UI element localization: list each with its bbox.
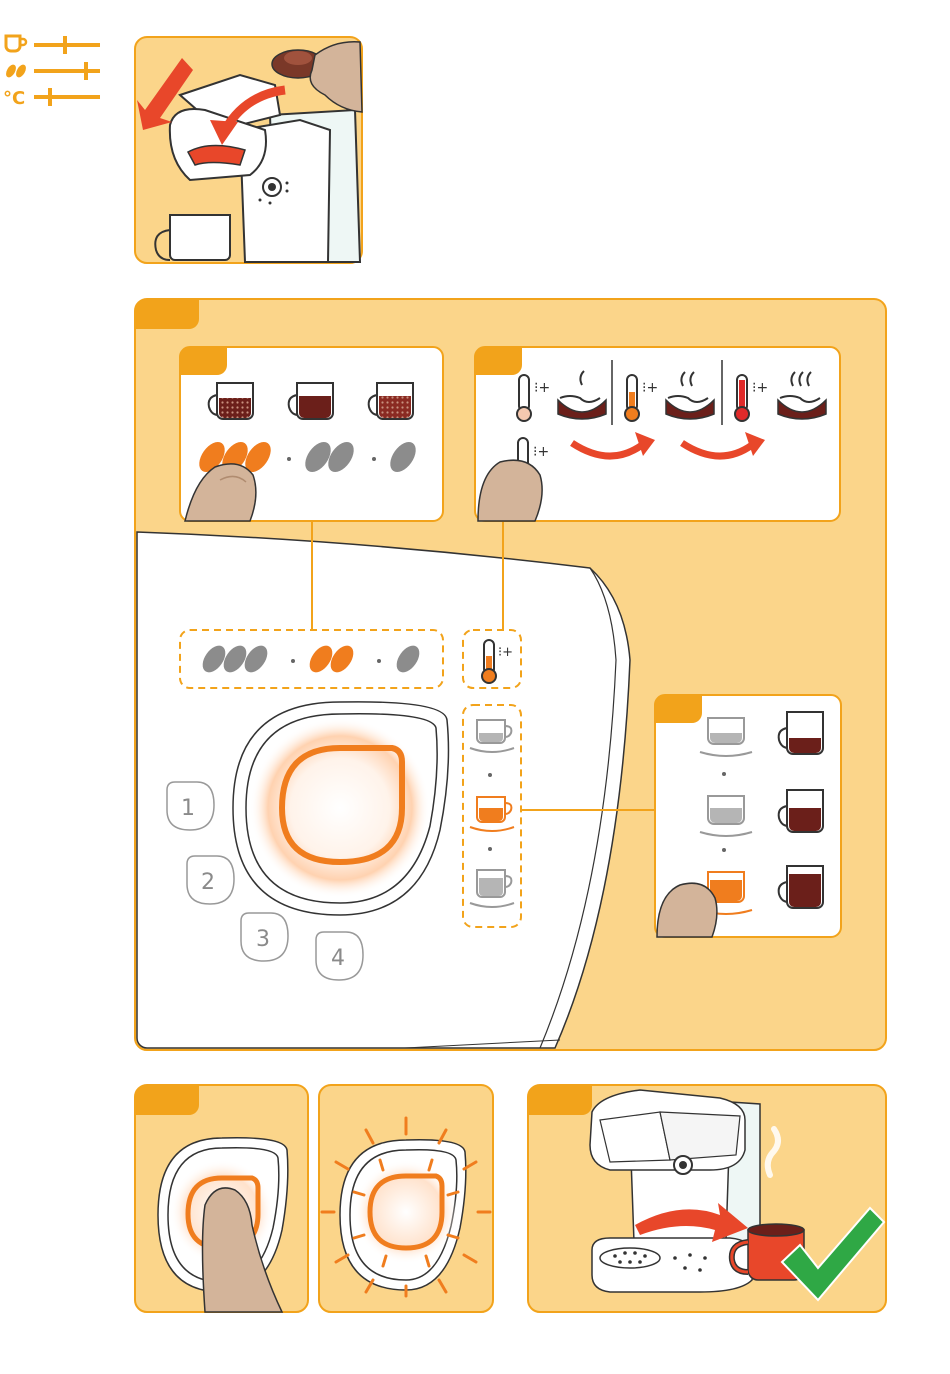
program-button-1[interactable]: 1 bbox=[167, 782, 214, 830]
start-button-icon[interactable] bbox=[233, 702, 448, 915]
svg-text:⁝+: ⁝+ bbox=[752, 380, 768, 396]
program-label-3: 3 bbox=[256, 927, 270, 952]
step3-press-start-panel bbox=[135, 1085, 308, 1312]
settings-legend: °C bbox=[3, 36, 100, 109]
temperature-subpanel: ⁝+ ⁝+ ⁝+ bbox=[475, 347, 840, 521]
program-label-1: 1 bbox=[181, 796, 195, 821]
svg-text:⁝+: ⁝+ bbox=[534, 380, 550, 396]
program-button-3[interactable]: 3 bbox=[241, 913, 288, 961]
svg-text:⁝+: ⁝+ bbox=[533, 444, 549, 460]
svg-text:⁝+: ⁝+ bbox=[498, 645, 513, 660]
step2-settings-panel: ⁝+ ⁝+ ⁝+ bbox=[135, 299, 886, 1050]
program-label-4: 4 bbox=[331, 946, 345, 971]
size-subpanel bbox=[655, 695, 841, 937]
step3-brewing-panel bbox=[319, 1085, 493, 1312]
strength-beans-icon bbox=[4, 63, 28, 79]
program-label-2: 2 bbox=[201, 870, 215, 895]
temperature-celsius-icon: °C bbox=[3, 88, 25, 109]
step1-insert-pod-panel bbox=[135, 37, 362, 263]
cup-size-icon bbox=[6, 36, 26, 51]
svg-text:⁝+: ⁝+ bbox=[642, 380, 658, 396]
celsius-label: °C bbox=[3, 88, 25, 109]
program-button-2[interactable]: 2 bbox=[187, 856, 234, 904]
pod-holder-icon bbox=[188, 145, 245, 165]
step4-enjoy-panel bbox=[528, 1085, 886, 1312]
program-button-4[interactable]: 4 bbox=[316, 932, 363, 980]
strength-subpanel bbox=[180, 347, 443, 521]
